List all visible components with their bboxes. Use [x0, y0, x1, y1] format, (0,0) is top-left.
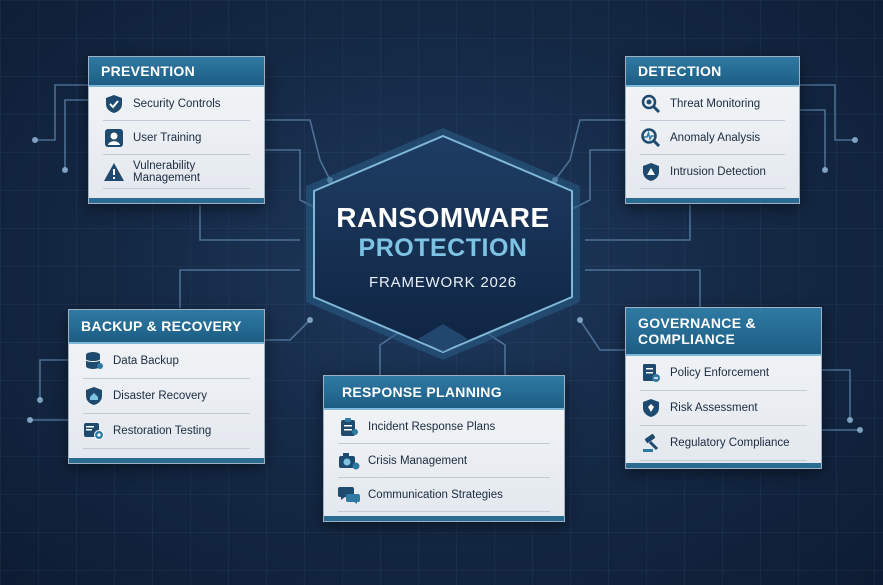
list-item-disaster-recovery: Disaster Recovery: [83, 379, 250, 414]
list-item-threat-monitoring: Threat Monitoring: [640, 87, 785, 121]
panel-footer: [626, 463, 821, 468]
list-item-data-backup: Data Backup: [83, 344, 250, 379]
list-item-crisis-management: Crisis Management: [338, 444, 550, 478]
panel-backup-recovery: BACKUP & RECOVERY Data Backup Disaster R…: [68, 309, 265, 464]
panel-header: RESPONSE PLANNING: [324, 376, 564, 410]
panel-footer: [89, 198, 264, 203]
user-badge-icon: [103, 127, 125, 149]
list-item-anomaly-analysis: Anomaly Analysis: [640, 121, 785, 155]
panel-footer: [324, 516, 564, 521]
panel-detection: DETECTION Threat Monitoring Anomaly Anal…: [625, 56, 800, 204]
panel-header: PREVENTION: [89, 57, 264, 87]
list-item-restoration-testing: Restoration Testing: [83, 414, 250, 449]
shield-home-icon: [83, 385, 105, 407]
clipboard-icon: [338, 416, 360, 438]
central-hub: RANSOMWARE PROTECTION FRAMEWORK 2026: [298, 124, 588, 364]
database-icon: [83, 350, 105, 372]
panel-header: GOVERNANCE & COMPLIANCE: [626, 308, 821, 356]
shield-alert-icon: [640, 161, 662, 183]
list-item-security-controls: Security Controls: [103, 87, 250, 121]
document-policy-icon: [640, 362, 662, 384]
list-item-user-training: User Training: [103, 121, 250, 155]
title-line-2: PROTECTION: [358, 234, 528, 262]
list-item-risk-assessment: Risk Assessment: [640, 391, 807, 426]
panel-footer: [626, 198, 799, 203]
title-line-1: RANSOMWARE: [336, 202, 550, 233]
title-line-3: FRAMEWORK 2026: [369, 274, 517, 291]
warning-triangle-icon: [103, 161, 125, 183]
magnifier-icon: [640, 93, 662, 115]
shield-risk-icon: [640, 397, 662, 419]
panel-footer: [69, 458, 264, 463]
panel-header: BACKUP & RECOVERY: [69, 310, 264, 344]
list-item-communication-strategies: Communication Strategies: [338, 478, 550, 512]
list-item-intrusion-detection: Intrusion Detection: [640, 155, 785, 189]
panel-response-planning: RESPONSE PLANNING Incident Response Plan…: [323, 375, 565, 522]
list-item-regulatory-compliance: Regulatory Compliance: [640, 426, 807, 461]
panel-header: DETECTION: [626, 57, 799, 87]
list-item-policy-enforcement: Policy Enforcement: [640, 356, 807, 391]
chat-bubbles-icon: [338, 484, 360, 506]
panel-prevention: PREVENTION Security Controls User Traini…: [88, 56, 265, 204]
restore-gear-icon: [83, 420, 105, 442]
magnifier-pulse-icon: [640, 127, 662, 149]
shield-check-icon: [103, 93, 125, 115]
camera-alert-icon: [338, 450, 360, 472]
gavel-icon: [640, 432, 662, 454]
list-item-vulnerability-management: Vulnerability Management: [103, 155, 250, 189]
list-item-incident-response-plans: Incident Response Plans: [338, 410, 550, 444]
hexagon-shape: [306, 128, 580, 360]
panel-governance-compliance: GOVERNANCE & COMPLIANCE Policy Enforceme…: [625, 307, 822, 469]
